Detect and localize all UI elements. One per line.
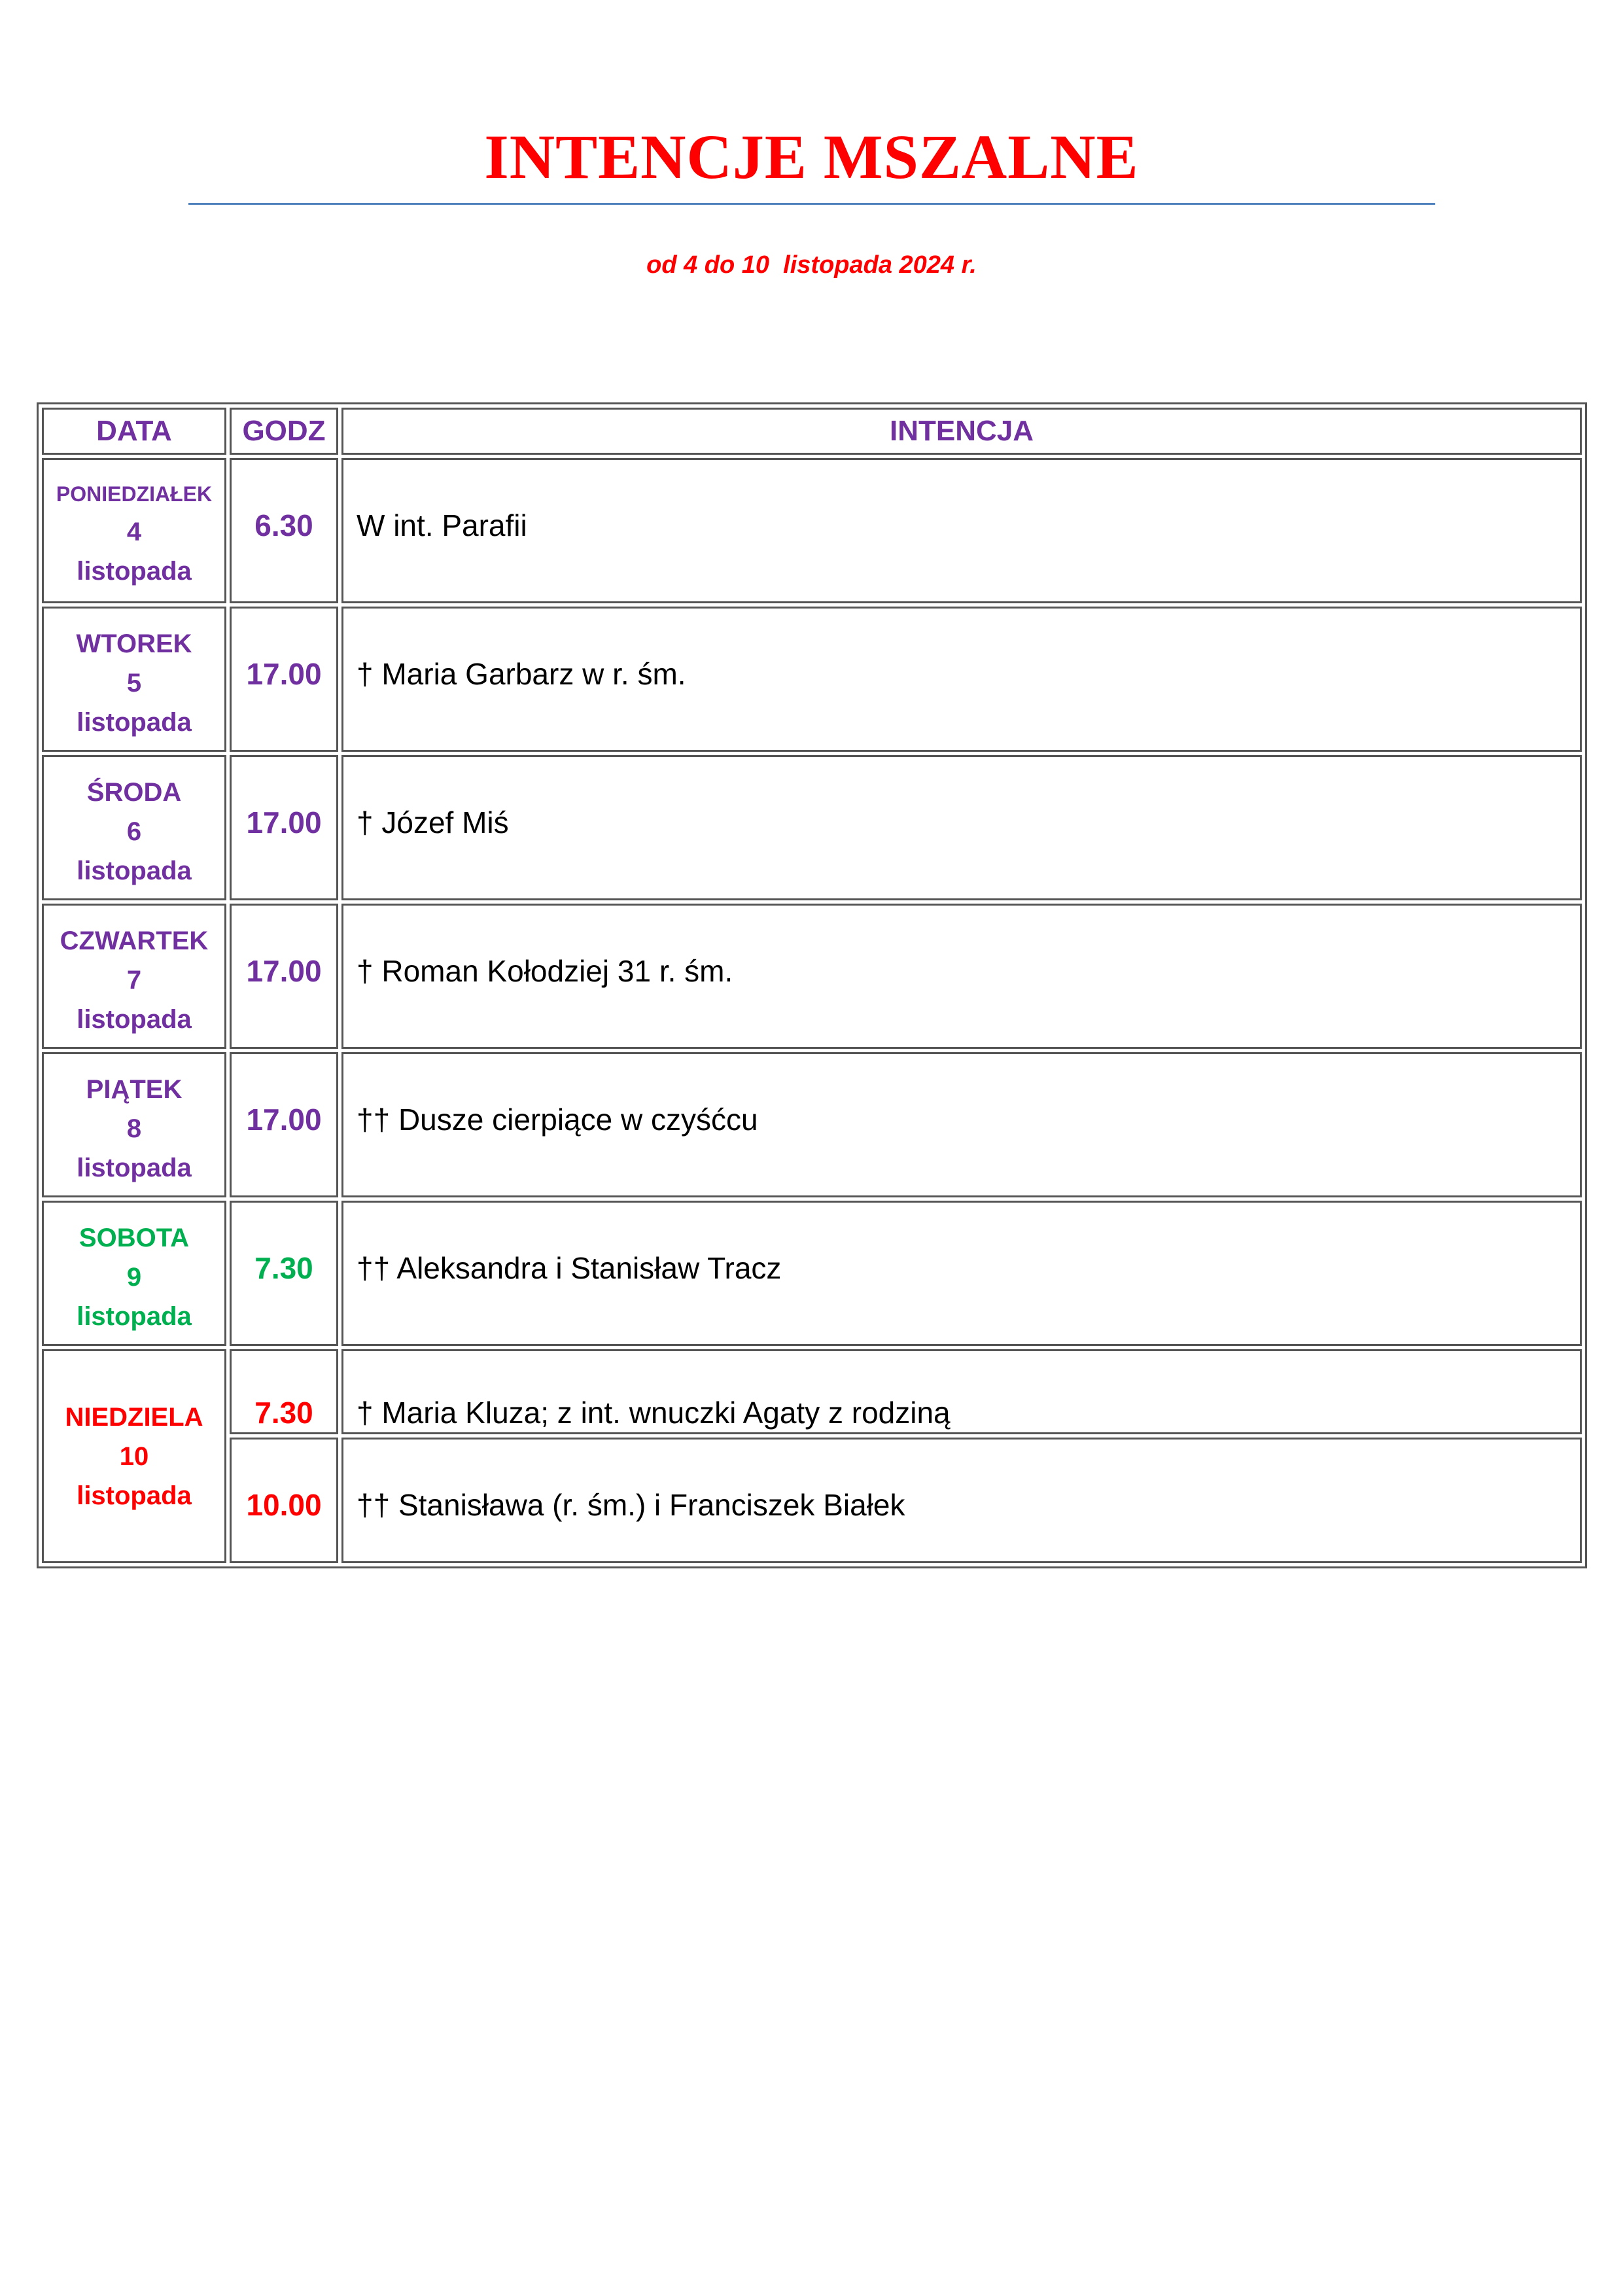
header-date: DATA [42, 408, 226, 455]
date-cell: CZWARTEK 7 listopada [42, 904, 226, 1049]
day-name: CZWARTEK [60, 927, 209, 955]
mass-intention: †† Aleksandra i Stanisław Tracz [341, 1201, 1582, 1346]
table-row-sunday: NIEDZIELA 10 listopada 7.30 † Maria Kluz… [42, 1349, 1582, 1563]
day-name: PIĄTEK [86, 1075, 183, 1104]
mass-time: 7.30 [230, 1349, 338, 1434]
mass-intention: † Maria Kluza; z int. wnuczki Agaty z ro… [341, 1349, 1582, 1434]
day-name: ŚRODA [86, 778, 182, 807]
day-number: 4 [126, 518, 142, 546]
month-name: listopada [77, 857, 192, 885]
day-number: 5 [126, 669, 142, 698]
mass-time: 17.00 [230, 755, 338, 900]
table-row-friday: PIĄTEK 8 listopada 17.00 †† Dusze cierpi… [42, 1052, 1582, 1197]
mass-intention: W int. Parafii [341, 458, 1582, 603]
date-cell: PONIEDZIAŁEK 4 listopada [42, 458, 226, 603]
mass-intention: †† Dusze cierpiące w czyśćcu [341, 1052, 1582, 1197]
month-name: listopada [77, 1154, 192, 1182]
date-cell: NIEDZIELA 10 listopada [42, 1349, 226, 1563]
title-divider [188, 203, 1435, 205]
date-cell: ŚRODA 6 listopada [42, 755, 226, 900]
mass-time: 6.30 [230, 458, 338, 603]
month-name: listopada [77, 1481, 192, 1510]
day-name: PONIEDZIAŁEK [56, 482, 213, 506]
mass-intentions-table: DATA GODZ INTENCJA PONIEDZIAŁEK 4 listop… [37, 402, 1587, 1568]
mass-intention: † Maria Garbarz w r. śm. [341, 607, 1582, 752]
mass-time: 10.00 [230, 1438, 338, 1563]
day-name: WTOREK [76, 629, 192, 658]
mass-time: 17.00 [230, 607, 338, 752]
table-row-saturday: SOBOTA 9 listopada 7.30 †† Aleksandra i … [42, 1201, 1582, 1346]
day-number: 8 [126, 1114, 142, 1143]
date-cell: WTOREK 5 listopada [42, 607, 226, 752]
mass-time: 17.00 [230, 904, 338, 1049]
month-name: listopada [77, 1302, 192, 1331]
table-row-tuesday: WTOREK 5 listopada 17.00 † Maria Garbarz… [42, 607, 1582, 752]
page-title: INTENCJE MSZALNE [484, 122, 1139, 192]
date-range-subtitle: od 4 do 10 listopada 2024 r. [646, 251, 977, 279]
table-header-row: DATA GODZ INTENCJA [42, 408, 1582, 455]
header-time: GODZ [230, 408, 338, 455]
month-name: listopada [77, 557, 192, 586]
day-number: 7 [126, 966, 142, 995]
table-row-sunday-second-mass: 10.00 †† Stanisława (r. śm.) i Francisze… [42, 1438, 1582, 1563]
day-number: 6 [126, 817, 142, 846]
date-cell: PIĄTEK 8 listopada [42, 1052, 226, 1197]
header-intention: INTENCJA [341, 408, 1582, 455]
month-name: listopada [77, 1005, 192, 1034]
mass-time: 7.30 [230, 1201, 338, 1346]
table-row-monday: PONIEDZIAŁEK 4 listopada 6.30 W int. Par… [42, 458, 1582, 603]
table-row-wednesday: ŚRODA 6 listopada 17.00 † Józef Miś [42, 755, 1582, 900]
table-row-thursday: CZWARTEK 7 listopada 17.00 † Roman Kołod… [42, 904, 1582, 1049]
day-number: 9 [126, 1263, 142, 1292]
mass-intention: † Roman Kołodziej 31 r. śm. [341, 904, 1582, 1049]
mass-intention: †† Stanisława (r. śm.) i Franciszek Biał… [341, 1438, 1582, 1563]
mass-time: 17.00 [230, 1052, 338, 1197]
month-name: listopada [77, 708, 192, 737]
day-number: 10 [119, 1441, 149, 1471]
day-name: NIEDZIELA [65, 1402, 203, 1432]
day-name: SOBOTA [79, 1224, 190, 1252]
mass-intention: † Józef Miś [341, 755, 1582, 900]
date-cell: SOBOTA 9 listopada [42, 1201, 226, 1346]
